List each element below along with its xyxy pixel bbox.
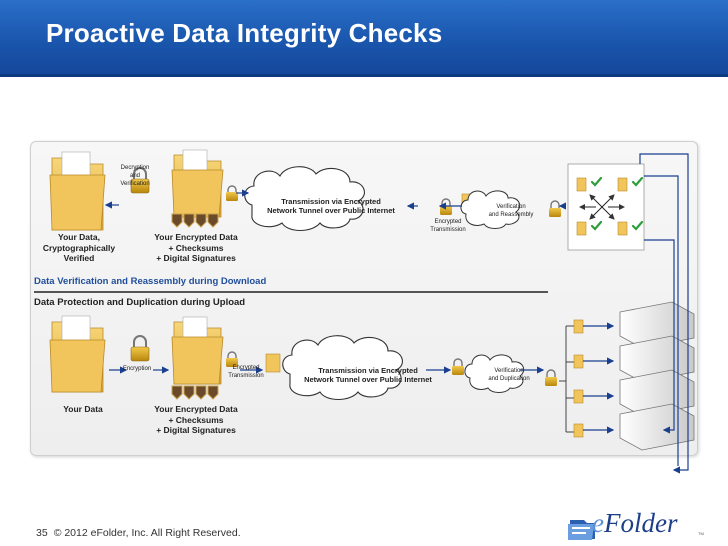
cloud-icon (460, 190, 521, 229)
section-title-upload: Data Protection and Duplication during U… (34, 297, 246, 308)
encrypted-folder-icon (171, 316, 238, 385)
encrypted-folder-icon (171, 149, 238, 218)
flow-arrows (104, 153, 689, 474)
label-transmission-upload: Transmission via Encrypted Network Tunne… (304, 366, 432, 385)
label-your-data: Your Data (63, 404, 103, 414)
slide-title: Proactive Data Integrity Checks (46, 18, 443, 48)
server-stack (573, 301, 695, 451)
label-encrypted-transmission-upload: Encrypted Transmission (228, 365, 264, 380)
label-encrypted-data-upload: Your Encrypted Data + Checksums + Digita… (154, 404, 238, 436)
label-verification-reassembly: Verification and Reassembly (488, 204, 534, 219)
connector-lines (559, 325, 574, 433)
lock-icon (545, 369, 557, 386)
lock-icon (130, 335, 150, 362)
label-your-data-verified: Your Data, Cryptographically Verified (42, 232, 116, 264)
shield-icons (171, 385, 219, 400)
title-bar-rule (0, 74, 728, 77)
label-encryption: Encryption (122, 366, 152, 372)
cloud-icon (464, 354, 525, 393)
label-transmission-download: Transmission via Encrypted Network Tunne… (267, 197, 395, 216)
efolder-logo-text: eFolder (592, 508, 678, 538)
cloud-icon (282, 335, 403, 401)
folder-icon (265, 353, 281, 373)
lock-icon (549, 200, 561, 217)
title-bar (0, 0, 728, 76)
slide-footer: 35 © 2012 eFolder, Inc. All Right Reserve… (36, 527, 247, 539)
folder-icon (49, 315, 106, 393)
cloud-icon (244, 166, 365, 232)
section-divider (34, 291, 548, 293)
lock-icon (452, 358, 464, 375)
label-decryption-verification: Decryption and Verification (120, 165, 150, 188)
label-encrypted-transmission-download: Encrypted Transmission (430, 219, 466, 234)
efolder-logo-icon (568, 520, 595, 540)
label-verification-duplication: Verification and Duplication (488, 368, 530, 383)
label-encrypted-data-download: Your Encrypted Data + Checksums + Digita… (154, 232, 238, 264)
shield-icons (171, 213, 219, 228)
copyright-text: © 2012 eFolder, Inc. All Right Reserved. (53, 527, 241, 539)
logo-trademark: TM (698, 531, 704, 536)
page-number: 35 (36, 527, 48, 539)
lock-icon (440, 198, 452, 215)
folder-network-box (567, 163, 645, 251)
folder-icon (49, 151, 106, 231)
lock-icon (130, 167, 150, 194)
section-title-download: Data Verification and Reassembly during … (34, 276, 267, 287)
